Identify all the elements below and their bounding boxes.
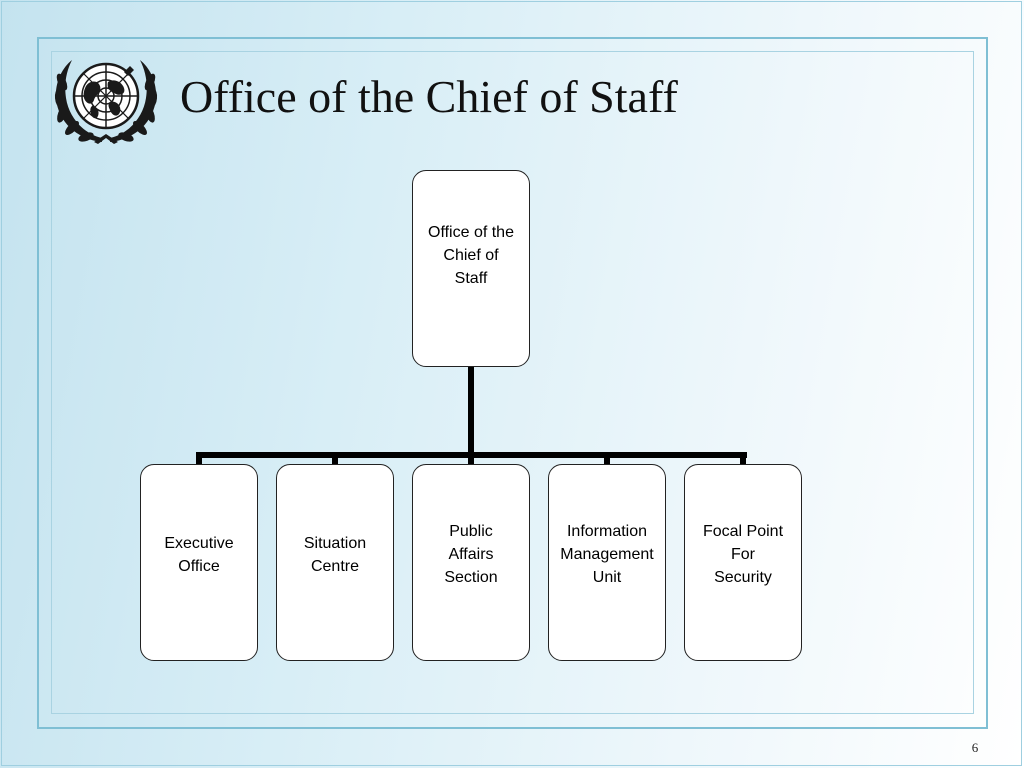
org-box-label: Public Affairs Section [444, 523, 498, 586]
org-box-situation-centre: Situation Centre [276, 464, 394, 661]
org-box-label: Focal Point For Security [702, 523, 784, 586]
slide-frame [37, 37, 988, 729]
org-box-information-management: Information Management Unit [548, 464, 666, 661]
un-emblem-icon [54, 60, 158, 144]
slide-title: Office of the Chief of Staff [180, 71, 678, 122]
org-box-chief-of-staff: Office of the Chief of Staff [412, 170, 530, 367]
page-number: 6 [971, 740, 979, 755]
slide-inner-frame [51, 51, 974, 714]
org-box-label: Information Management Unit [560, 523, 654, 586]
org-box-label: Situation Centre [303, 534, 367, 575]
org-box-executive-office: Executive Office [140, 464, 258, 661]
org-box-focal-point-security: Focal Point For Security [684, 464, 802, 661]
org-box-public-affairs: Public Affairs Section [412, 464, 530, 661]
org-box-label: Executive Office [164, 534, 234, 575]
org-box-label: Office of the Chief of Staff [428, 224, 514, 287]
